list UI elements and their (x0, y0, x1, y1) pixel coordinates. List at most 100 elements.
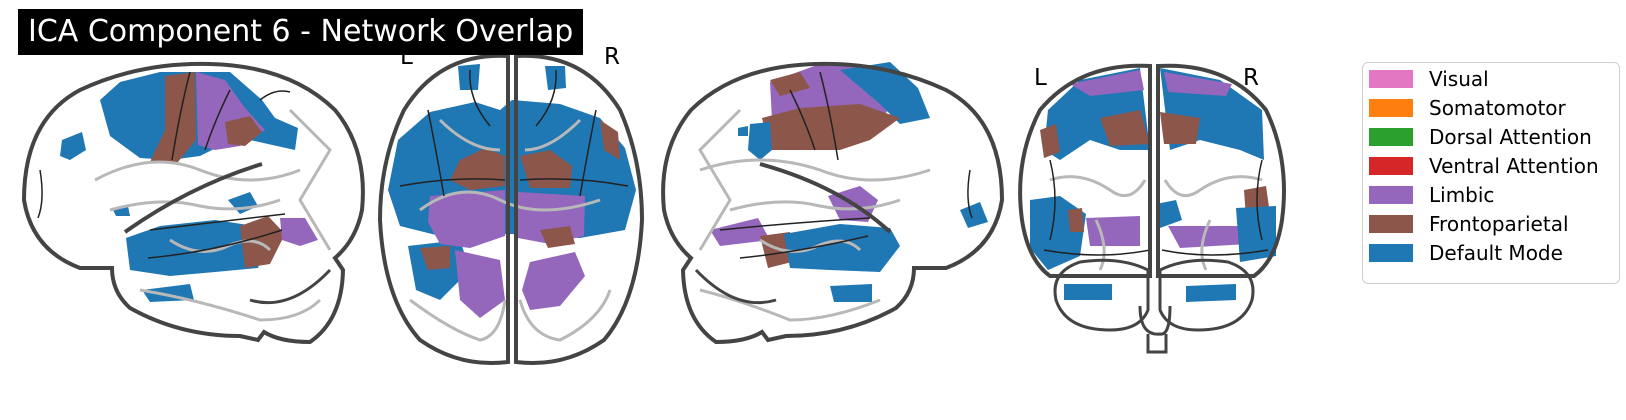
axial-view (377, 53, 645, 366)
gyrus-contour (419, 190, 601, 212)
cerebellum-left-outline (1053, 258, 1150, 332)
coronal-left-hemisphere-outline (1018, 63, 1152, 278)
coronal-blobs (1030, 68, 1276, 302)
gyrus-contour (699, 288, 881, 322)
limbic-blob (428, 190, 505, 248)
default-mode-blob (1236, 206, 1276, 262)
cerebellum-outline (249, 268, 332, 305)
axial-gyri-lines (409, 118, 612, 342)
frontoparietal-blob (760, 232, 792, 268)
sulcus-line (147, 229, 283, 259)
frontoparietal-blob (600, 120, 620, 160)
legend-label: Visual (1429, 67, 1489, 91)
default-mode-blob (228, 192, 258, 214)
default-mode-blob (126, 220, 268, 276)
gyrus-contour (288, 108, 332, 251)
axial-left-hemisphere-outline (377, 53, 510, 366)
gyrus-contour (729, 198, 901, 212)
frontoparietal-blob (1040, 124, 1060, 158)
sulcus-line (259, 90, 291, 101)
coronal-right-label: R (1243, 65, 1259, 91)
default-mode-blob (1030, 196, 1086, 270)
coronal-sulci (1043, 159, 1269, 256)
frontoparietal-blob (225, 116, 262, 146)
default-mode-blob (458, 64, 480, 90)
limbic-blob (522, 252, 585, 310)
sulcus-line (967, 169, 973, 219)
legend-label: Limbic (1429, 183, 1495, 207)
limbic-blob (280, 218, 318, 246)
sylvian-fissure (759, 162, 892, 234)
legend-item-frontoparietal: Frontoparietal (1369, 210, 1569, 238)
legend-swatch (1369, 128, 1413, 146)
gyrus-contour (1049, 175, 1147, 198)
coronal-view (1018, 63, 1286, 354)
frontoparietal-blob (770, 72, 810, 96)
legend-item-dorsal-attention: Dorsal Attention (1369, 123, 1592, 151)
default-mode-blob (388, 100, 636, 238)
sagittal-right-sulci (719, 71, 973, 259)
sagittal-left-sulci (37, 71, 291, 259)
sulcus-line (789, 89, 816, 151)
sulcus-line (719, 217, 871, 231)
default-mode-blob (60, 132, 86, 160)
gyrus-contour (524, 118, 582, 152)
sagittal-left-gyri-lines (94, 108, 332, 322)
legend-label: Default Mode (1429, 241, 1563, 265)
limbic-blob (455, 250, 505, 318)
default-mode-blob (830, 284, 872, 302)
frontoparietal-blob (1160, 112, 1200, 144)
legend-label: Ventral Attention (1429, 154, 1599, 178)
sulcus-line (37, 169, 43, 219)
sulcus-line (399, 178, 506, 187)
gyrus-contour (699, 158, 931, 182)
sagittal-left-view (21, 61, 365, 345)
sulcus-line (1256, 159, 1263, 241)
coronal-left-label: L (1034, 65, 1047, 91)
legend-swatch (1369, 99, 1413, 117)
gyrus-contour (518, 289, 612, 342)
gyrus-contour (759, 238, 862, 253)
sulcus-line (579, 109, 597, 197)
sulcus-line (204, 89, 231, 151)
sagittal-right-view (661, 61, 1005, 345)
sulcus-line (1049, 159, 1056, 241)
axial-sulci (399, 69, 629, 197)
legend-item-default-mode: Default Mode (1369, 239, 1563, 267)
limbic-blob (1168, 226, 1248, 248)
sulcus-line (535, 69, 557, 127)
frontoparietal-blob (540, 226, 575, 248)
gyrus-contour (139, 288, 322, 322)
limbic-blob (710, 218, 770, 246)
default-mode-blob (1064, 284, 1112, 300)
default-mode-blob (738, 126, 748, 136)
gyrus-contour (438, 118, 501, 152)
legend-swatch (1369, 244, 1413, 262)
axial-right-hemisphere-outline (514, 53, 645, 366)
legend: Visual Somatomotor Dorsal Attention Vent… (1362, 62, 1620, 284)
default-mode-blob (840, 62, 930, 124)
legend-label: Dorsal Attention (1429, 125, 1592, 149)
brainstem-outline (1138, 305, 1172, 354)
legend-label: Somatomotor (1429, 96, 1566, 120)
sulcus-line (149, 213, 286, 231)
frontoparietal-blob (762, 104, 900, 150)
sagittal-right-outline (661, 61, 1005, 345)
frontoparietal-blob (420, 246, 450, 270)
default-mode-blob (960, 202, 988, 228)
default-mode-blob (748, 122, 772, 160)
gyrus-contour (109, 198, 281, 212)
legend-item-visual: Visual (1369, 65, 1489, 93)
gyrus-contour (409, 298, 507, 342)
default-mode-blob (1186, 284, 1236, 302)
coronal-right-hemisphere-outline (1156, 63, 1286, 278)
sulcus-line (519, 178, 629, 187)
legend-label: Frontoparietal (1429, 212, 1569, 236)
gyrus-contour (1163, 175, 1263, 198)
legend-item-ventral-attention: Ventral Attention (1369, 152, 1599, 180)
frontoparietal-blob (1100, 110, 1150, 146)
sulcus-line (171, 71, 191, 161)
cerebellum-outline (694, 268, 777, 305)
sagittal-right-gyri-lines (698, 108, 931, 322)
